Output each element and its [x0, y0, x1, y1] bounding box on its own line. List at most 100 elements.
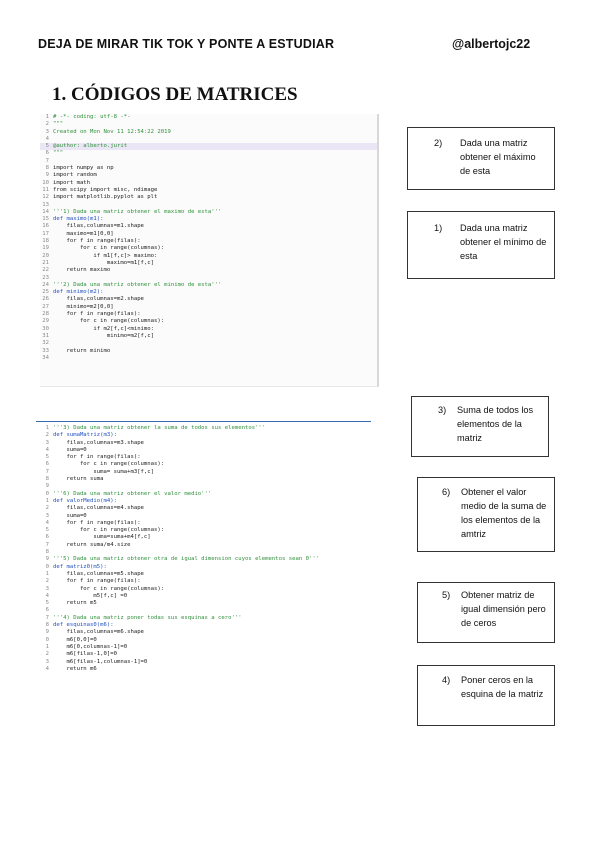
line-number: 4 [45, 135, 49, 142]
code-text: return minimo [53, 347, 111, 354]
note-text: Suma de todos los elementos de la matriz [457, 405, 534, 443]
code-line: 27 minimo=m2[0,0] [40, 304, 377, 311]
code-line: 2 m6[filas-1,0]=0 [40, 651, 390, 658]
line-number: 0 [45, 490, 49, 497]
code-text: import math [53, 179, 91, 186]
code-text: '''5) Dada una matriz obtener otra de ig… [53, 556, 320, 563]
code-line: 28 for f in range(filas): [40, 311, 377, 318]
note-number: 1) [434, 223, 443, 233]
code-text: maximo=m1[0,0] [53, 230, 114, 237]
code-line: 2 for f in range(filas): [40, 578, 390, 585]
code-text: for c in range(columnas): [53, 585, 165, 592]
code-text: Created on Mon Nov 11 12:54:22 2019 [53, 128, 171, 135]
code-line: 3 m6[filas-1,columnas-1]=0 [40, 659, 390, 666]
code-line: 9 [40, 483, 390, 490]
line-number: 1 [45, 643, 49, 650]
line-number: 3 [45, 585, 49, 592]
line-number: 5 [45, 527, 49, 534]
code-line: 6 for c in range(columnas): [40, 461, 390, 468]
code-line: 7'''4) Dada una matriz poner todas sus e… [40, 615, 390, 622]
code-text: '''4) Dada una matriz poner todas sus es… [53, 614, 242, 621]
code-line: 5@author: alberto.jurit [40, 143, 377, 151]
code-text: filas,columnas=m4.shape [53, 505, 144, 512]
code-line: 22 return maximo [40, 267, 377, 274]
note-box-valor-medio: 6) Obtener el valor medio de la suma de … [417, 477, 555, 552]
note-box-minimo: 1) Dada una matriz obtener el mínimo de … [407, 211, 555, 279]
code-text: maximo=m1[f,c] [53, 259, 155, 266]
note-number: 4) [442, 675, 451, 685]
line-number: 30 [42, 325, 49, 332]
code-line: 24'''2) Dada una matriz obtener el minim… [40, 282, 377, 289]
line-number: 3 [45, 512, 49, 519]
line-number: 0 [45, 563, 49, 570]
code-text: suma= suma+m3[f,c] [53, 468, 155, 475]
code-screenshot-bottom: 1 '''3) Dada una matriz obtener la suma d… [40, 425, 390, 730]
code-text: return suma [53, 476, 104, 483]
code-line: 1 m6[0,columnas-1]=0 [40, 644, 390, 651]
code-text: '''3) Dada una matriz obtener la suma de… [53, 425, 266, 431]
code-line: 5 for c in range(columnas): [40, 527, 390, 534]
code-line: 4 suma=0 [40, 447, 390, 454]
code-text: def sumaMatriz(m3): [53, 432, 117, 439]
code-text: def minimo(m2): [53, 289, 104, 296]
code-text: '''6) Dada una matriz obtener el valor m… [53, 490, 212, 497]
code-text: for f in range(filas): [53, 311, 141, 318]
code-line: 2 filas,columnas=m4.shape [40, 505, 390, 512]
line-number: 20 [42, 252, 49, 259]
note-text: Dada una matriz obtener el mínimo de est… [460, 223, 547, 261]
note-number: 2) [434, 138, 443, 148]
line-number: 16 [42, 223, 49, 230]
line-number: 6 [45, 150, 49, 157]
line-number: 31 [42, 332, 49, 339]
line-number: 8 [45, 476, 49, 483]
note-number: 3) [438, 405, 447, 415]
line-number: 4 [45, 519, 49, 526]
code-text: for f in range(filas): [53, 454, 141, 461]
code-text: return suma/m4.size [53, 541, 131, 548]
code-line: 5 return m5 [40, 600, 390, 607]
code-line: 1'''3) Dada una matriz obtener la suma d… [40, 425, 390, 432]
line-number: 3 [45, 439, 49, 446]
line-number: 22 [42, 267, 49, 274]
code-line: 7 return suma/m4.size [40, 542, 390, 549]
code-line: 8 return suma [40, 476, 390, 483]
line-number: 2 [45, 651, 49, 658]
code-text: suma=suma+m4[f,c] [53, 534, 151, 541]
line-number: 7 [45, 541, 49, 548]
code-text: import numpy as np [53, 165, 114, 172]
code-line: 0 '''6) Dada una matriz obtener el valor … [40, 491, 390, 498]
code-text: m6[filas-1,columnas-1]=0 [53, 658, 148, 665]
note-box-maximo: 2) Dada una matriz obtener el máximo de … [407, 127, 555, 190]
line-number: 26 [42, 296, 49, 303]
line-number: 12 [42, 194, 49, 201]
line-number: 34 [42, 354, 49, 361]
line-number: 6 [45, 461, 49, 468]
line-number: 9 [45, 483, 49, 490]
line-number: 29 [42, 318, 49, 325]
code-line: 0 m6[0,0]=0 [40, 637, 390, 644]
page-title: 1. CÓDIGOS DE MATRICES [52, 84, 298, 105]
code-line: 2""" [40, 121, 377, 128]
line-number: 8 [45, 622, 49, 629]
code-text: if m1[f,c]> maximo: [53, 252, 158, 259]
code-text: import matplotlib.pyplot as plt [53, 194, 158, 201]
code-line: 3 for c in range(columnas): [40, 586, 390, 593]
line-number: 4 [45, 592, 49, 599]
line-number: 5 [45, 600, 49, 607]
note-text: Poner ceros en la esquina de la matriz [461, 675, 544, 699]
note-box-esquinas: 4) Poner ceros en la esquina de la matri… [417, 665, 555, 726]
line-number: 6 [45, 607, 49, 614]
code-text: m6[filas-1,0]=0 [53, 651, 117, 658]
code-text: def matriz0(m5): [53, 563, 107, 570]
code-line: 6""" [40, 150, 377, 157]
code-text: suma=0 [53, 446, 87, 453]
code-line: 13 [40, 202, 377, 209]
code-line: 4 [40, 136, 377, 143]
code-line: 16 filas,columnas=m1.shape [40, 223, 377, 230]
code-text: filas,columnas=m2.shape [53, 296, 144, 303]
